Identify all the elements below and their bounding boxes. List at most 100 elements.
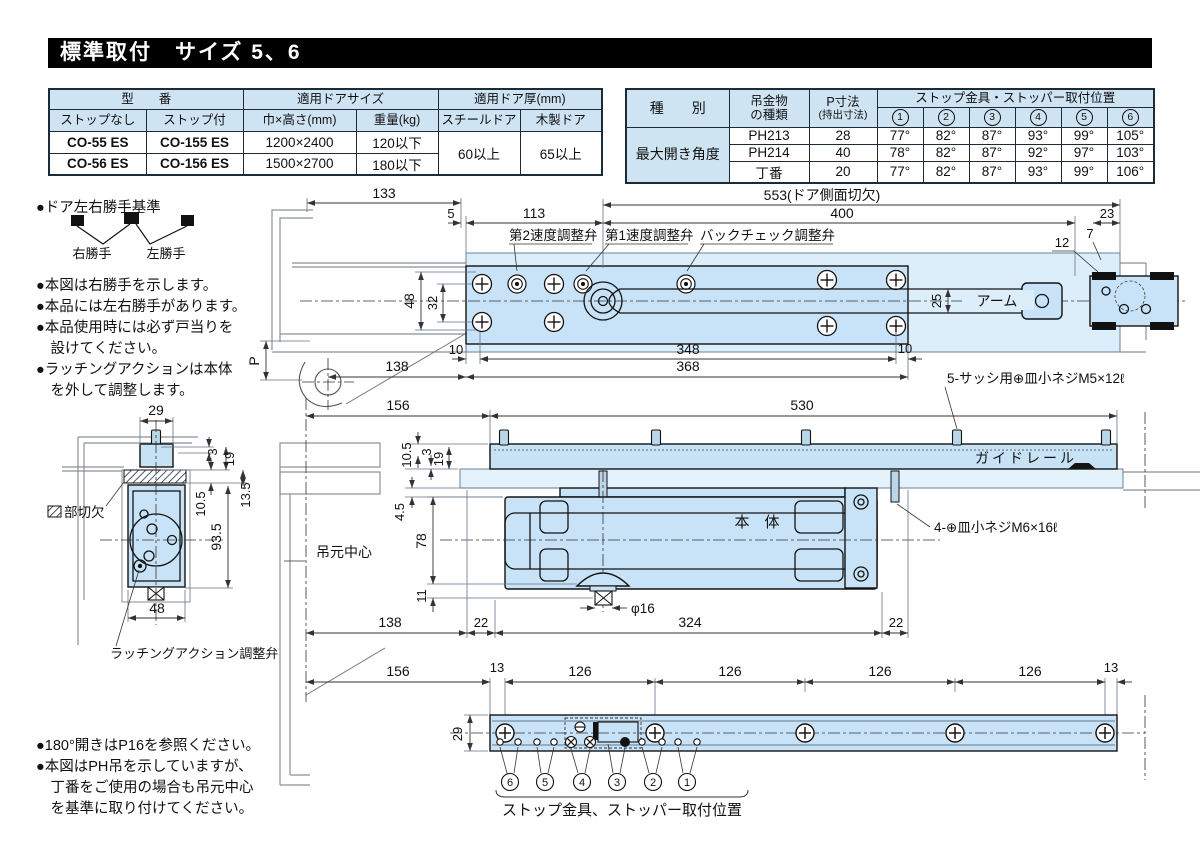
screw-icon <box>1095 723 1115 743</box>
cell-angle: 93° <box>1014 126 1062 145</box>
screw-icon <box>543 273 565 295</box>
screw-icon <box>816 269 838 291</box>
dim-13-5: 13.5 <box>238 482 253 507</box>
elevation-labels: 吊元中心 5-サッシ用⊕皿小ネジM5×12ℓ 4-⊕皿小ネジM6×16ℓ <box>284 371 1125 562</box>
cell-steel: 60以上 <box>437 130 521 176</box>
circled-number: 3 <box>983 108 1001 126</box>
dim-126: 126 <box>1018 663 1042 679</box>
col-header-wood: 木製ドア <box>519 108 603 132</box>
svg-text:2: 2 <box>650 777 656 789</box>
valve1-label: 第1速度調整弁 <box>605 227 694 243</box>
screw-icon <box>795 723 815 743</box>
body-section <box>127 484 186 588</box>
stop-position-label: ストップ金具、ストッパー取付位置 <box>502 802 742 819</box>
table-row: 丁番 20 77° 82° 87° 93° 99° 106° <box>626 160 1155 183</box>
body-screw-label: 4-⊕皿小ネジM6×16ℓ <box>934 520 1058 535</box>
col-header-pos-2: 2 <box>922 106 970 128</box>
circled-number: 2 <box>937 108 955 126</box>
stud-icon <box>650 429 662 446</box>
dim-7: 7 <box>1086 226 1093 241</box>
dim-10: 10 <box>449 342 463 357</box>
row-header-max-angle: 最大開き角度 <box>625 126 730 183</box>
mount-screw <box>890 470 900 503</box>
dim-5: 5 <box>447 206 454 221</box>
cutout-hatch <box>123 469 187 484</box>
notes-bottom: ●180°開きはP16を参照ください。 ●本図はPH吊を示していますが、 丁番を… <box>36 736 260 820</box>
dim-23: 23 <box>1100 206 1114 221</box>
bottom-dimensions: 156 13 126 126 126 126 13 29 <box>306 660 1132 752</box>
dim-368: 368 <box>676 358 700 374</box>
frame-section-lines <box>62 436 198 645</box>
wall-frame-lines <box>279 442 386 786</box>
cutout-label: 部切欠 <box>47 481 125 520</box>
cell-weight: 120以下 <box>355 130 439 154</box>
bottom-view-drawing: 156 13 126 126 126 126 13 29 <box>306 660 1146 819</box>
cell-hanger: PH214 <box>728 143 810 162</box>
circled-number: 5 <box>1075 108 1093 126</box>
note-line: 丁番をご使用の場合も吊元中心 <box>36 780 254 796</box>
table-row: CO-56 ES CO-156 ES 1500×2700 180以下 <box>48 152 602 176</box>
dim-22: 22 <box>474 615 488 630</box>
dim-29: 29 <box>450 727 465 741</box>
dim-32: 32 <box>425 296 440 310</box>
stopper-screw-icon <box>564 735 578 749</box>
dim-13: 13 <box>1104 660 1118 675</box>
screw-icon <box>816 315 838 337</box>
stud-icon <box>800 429 812 446</box>
cell-p: 40 <box>808 143 878 162</box>
cell-p: 28 <box>808 126 878 145</box>
circled-number: 4 <box>1029 108 1047 126</box>
section-view-drawing: 29 3 19 10.5 13.5 93.5 48 部切欠 ラッチングアクション… <box>47 402 278 661</box>
rail-studs <box>498 429 1112 446</box>
cell-angle: 87° <box>968 126 1016 145</box>
arm-slider-shoe <box>1068 463 1096 469</box>
valve2-label: 第2速度調整弁 <box>509 227 598 243</box>
hinge-block-icon <box>124 212 139 224</box>
backcheck-valve-icon <box>676 274 696 294</box>
body-section-details <box>100 420 225 625</box>
col-header-pos-3: 3 <box>968 106 1016 128</box>
position-number-2: 2 <box>643 772 663 792</box>
note-line: ●本品使用時には必ず戸当りを <box>36 320 234 336</box>
cell-angle: 87° <box>968 143 1016 162</box>
model-table: 型 番 適用ドアサイズ 適用ドア厚(mm) ストップなし ストップ付 巾×高さ(… <box>48 88 604 176</box>
body-label: 本 体 <box>734 514 779 531</box>
dim-10-5: 10.5 <box>399 442 414 467</box>
table-row: CO-55 ES CO-155 ES 1200×2400 120以下 60以上 … <box>48 130 603 176</box>
cell-angle: 77° <box>876 160 924 183</box>
dim-13: 13 <box>490 660 504 675</box>
hinge-block-icon <box>71 215 84 226</box>
dim-29: 29 <box>148 402 164 418</box>
latching-text: ラッチングアクション調整弁 <box>110 646 278 661</box>
dim-10-5: 10.5 <box>193 491 208 516</box>
note-line: ●本図はPH吊を示していますが、 <box>36 759 253 775</box>
stopper-screw-icon <box>583 735 597 749</box>
note-line: を基準に取り付けてください。 <box>36 801 254 817</box>
speed-valve2-icon <box>507 274 527 294</box>
table-row: PH214 40 78° 82° 87° 92° 97° 103° <box>626 143 1155 162</box>
elevation-dimensions: 156 530 10.5 3 19 4.5 78 11 φ16 138 22 3… <box>306 397 1118 638</box>
hanger-line1: 吊金物 <box>750 93 788 108</box>
dim-324: 324 <box>678 614 702 630</box>
svg-text:1: 1 <box>684 777 690 789</box>
note-line: を外して調整します。 <box>36 383 194 399</box>
stud-icon <box>1100 429 1112 446</box>
position-number-1: 1 <box>677 772 697 792</box>
arm-label-bg <box>962 290 1034 310</box>
cell-size: 1500×2700 <box>242 152 357 176</box>
position-number-5: 5 <box>535 772 555 792</box>
door-top-edge <box>459 468 1124 489</box>
cell-model: CO-156 ES <box>145 152 244 176</box>
col-header-pos-1: 1 <box>876 106 924 128</box>
dim-48: 48 <box>401 293 417 309</box>
cell-angle: 99° <box>1060 160 1108 183</box>
dim-553: 553(ドア側面切欠) <box>764 187 881 203</box>
swing-lines <box>76 223 188 245</box>
arm-label: アーム <box>977 293 1018 309</box>
cell-angle: 77° <box>876 126 924 145</box>
stop-pin-icon <box>620 737 630 747</box>
cell-angle: 82° <box>922 143 970 162</box>
cell-size: 1200×2400 <box>242 130 357 154</box>
dim-22: 22 <box>889 615 903 630</box>
